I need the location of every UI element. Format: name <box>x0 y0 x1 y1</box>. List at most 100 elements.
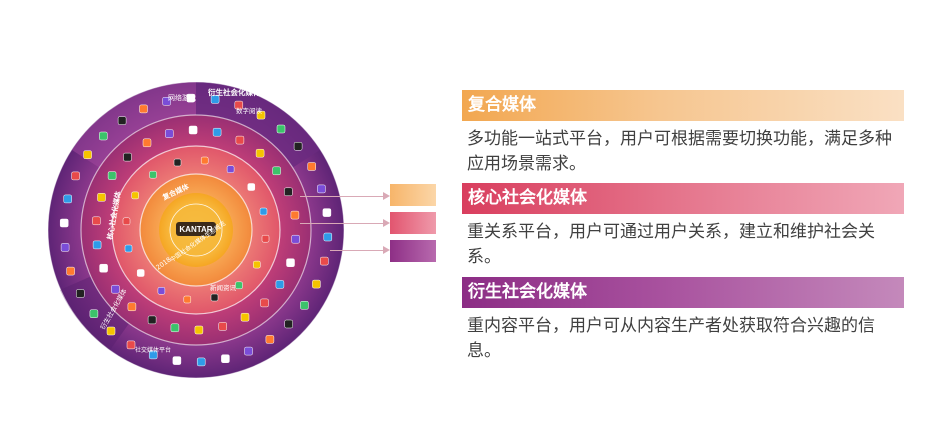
app-icon <box>226 165 235 173</box>
app-icon <box>256 110 266 120</box>
social-media-ecosystem-wheel: KANTAR 网络游戏 衍生社会化媒体 数字阅读 核心社会化媒体 衍生社会化媒体… <box>47 81 345 379</box>
category-compound-title: 复合媒体 <box>462 90 904 121</box>
category-core-description: 重关系平台，用户可通过用户关系，建立和维护社会关系。 <box>467 222 875 267</box>
app-icon <box>148 350 158 360</box>
bottom-small-label: 社交媒体平台 <box>135 346 171 354</box>
app-icon <box>127 302 137 312</box>
category-core: 核心社会化媒体 重关系平台，用户可通过用户关系，建立和维护社会关系。 <box>462 183 904 270</box>
app-icon <box>235 281 243 290</box>
app-icon <box>293 142 303 151</box>
app-icon <box>244 346 253 356</box>
app-icon <box>212 127 222 137</box>
app-icon <box>284 187 293 197</box>
app-icon <box>259 207 268 216</box>
category-derived-title: 衍生社会化媒体 <box>462 277 904 308</box>
app-icon <box>157 287 166 295</box>
app-icon <box>275 280 285 289</box>
app-icon <box>272 166 281 176</box>
app-icon <box>260 298 269 308</box>
app-icon <box>291 234 300 244</box>
app-icon <box>286 258 295 267</box>
app-icon <box>172 356 182 365</box>
category-derived: 衍生社会化媒体 重内容平台，用户可从内容生产者处获取符合兴趣的信息。 <box>462 277 904 364</box>
app-icon <box>261 234 270 243</box>
app-icon <box>66 266 75 276</box>
app-icon <box>89 309 99 318</box>
app-icon <box>63 194 72 204</box>
app-icon <box>83 150 92 159</box>
app-icon <box>317 184 326 194</box>
app-icon <box>210 95 220 104</box>
app-icon <box>323 232 333 242</box>
app-icon <box>322 208 332 217</box>
connector-core <box>300 219 390 227</box>
app-icon <box>97 193 106 202</box>
outer-label-games: 网络游戏 <box>168 93 196 102</box>
app-icon <box>253 260 261 269</box>
app-icon <box>312 279 321 289</box>
app-icon <box>117 116 127 125</box>
app-icon <box>218 322 227 331</box>
app-icon <box>210 293 219 302</box>
center-label: KANTAR <box>179 225 212 234</box>
app-icon <box>188 125 198 135</box>
app-icon <box>194 325 204 335</box>
connector-compound <box>300 192 390 200</box>
app-icon <box>142 138 152 148</box>
kantar-logo <box>176 222 216 236</box>
app-icon <box>186 93 196 103</box>
app-icon <box>60 243 70 252</box>
app-icon <box>265 335 275 344</box>
app-icon <box>149 170 157 179</box>
app-icon <box>255 148 265 158</box>
app-icon <box>183 295 192 304</box>
app-icon <box>124 244 133 253</box>
app-icon-cluster <box>59 93 333 367</box>
app-icon <box>320 256 329 266</box>
app-icon <box>111 284 120 294</box>
app-icon <box>71 171 80 181</box>
outer-label-reading: 数字阅读 <box>236 106 263 115</box>
category-core-title: 核心社会化媒体 <box>462 183 904 214</box>
app-icon <box>139 104 148 114</box>
app-icon <box>107 171 117 180</box>
app-icon <box>147 315 157 325</box>
app-icon <box>126 340 136 350</box>
app-icon <box>170 323 180 333</box>
app-icon <box>122 217 131 226</box>
app-icon <box>165 129 174 138</box>
app-icon <box>162 97 171 106</box>
app-icon <box>59 218 69 228</box>
app-icon <box>99 131 108 141</box>
app-icon <box>276 124 286 134</box>
app-icon <box>284 319 293 329</box>
app-icon <box>290 210 300 220</box>
swatch-derived <box>390 240 436 262</box>
app-icon <box>106 326 116 336</box>
app-icon <box>234 100 244 110</box>
category-derived-description: 重内容平台，用户可从内容生产者处获取符合兴趣的信息。 <box>467 316 875 361</box>
category-compound-description: 多功能一站式平台，用户可根据需要切换功能，满足多种应用场景需求。 <box>467 129 892 174</box>
swatch-core <box>390 212 436 234</box>
app-icon <box>247 183 256 191</box>
outer-label-derived: 衍生社会化媒体 <box>207 87 261 97</box>
app-icon <box>131 191 139 200</box>
app-icon <box>307 162 316 171</box>
connector-derived <box>330 246 390 254</box>
app-icon <box>173 158 182 167</box>
app-icon <box>200 156 209 165</box>
swatch-compound <box>390 184 436 206</box>
app-icon <box>99 263 108 273</box>
inner-label-news: 新闻资讯 <box>210 283 237 292</box>
app-icon <box>92 216 101 226</box>
app-icon <box>300 301 309 310</box>
app-icon <box>123 152 132 162</box>
app-icon <box>196 357 206 367</box>
category-compound: 复合媒体 多功能一站式平台，用户可根据需要切换功能，满足多种应用场景需求。 <box>462 90 904 177</box>
app-icon <box>76 289 85 298</box>
app-icon <box>92 240 102 250</box>
app-icon <box>240 312 250 322</box>
app-icon <box>235 135 245 145</box>
app-icon <box>136 269 145 277</box>
app-icon <box>221 354 230 363</box>
